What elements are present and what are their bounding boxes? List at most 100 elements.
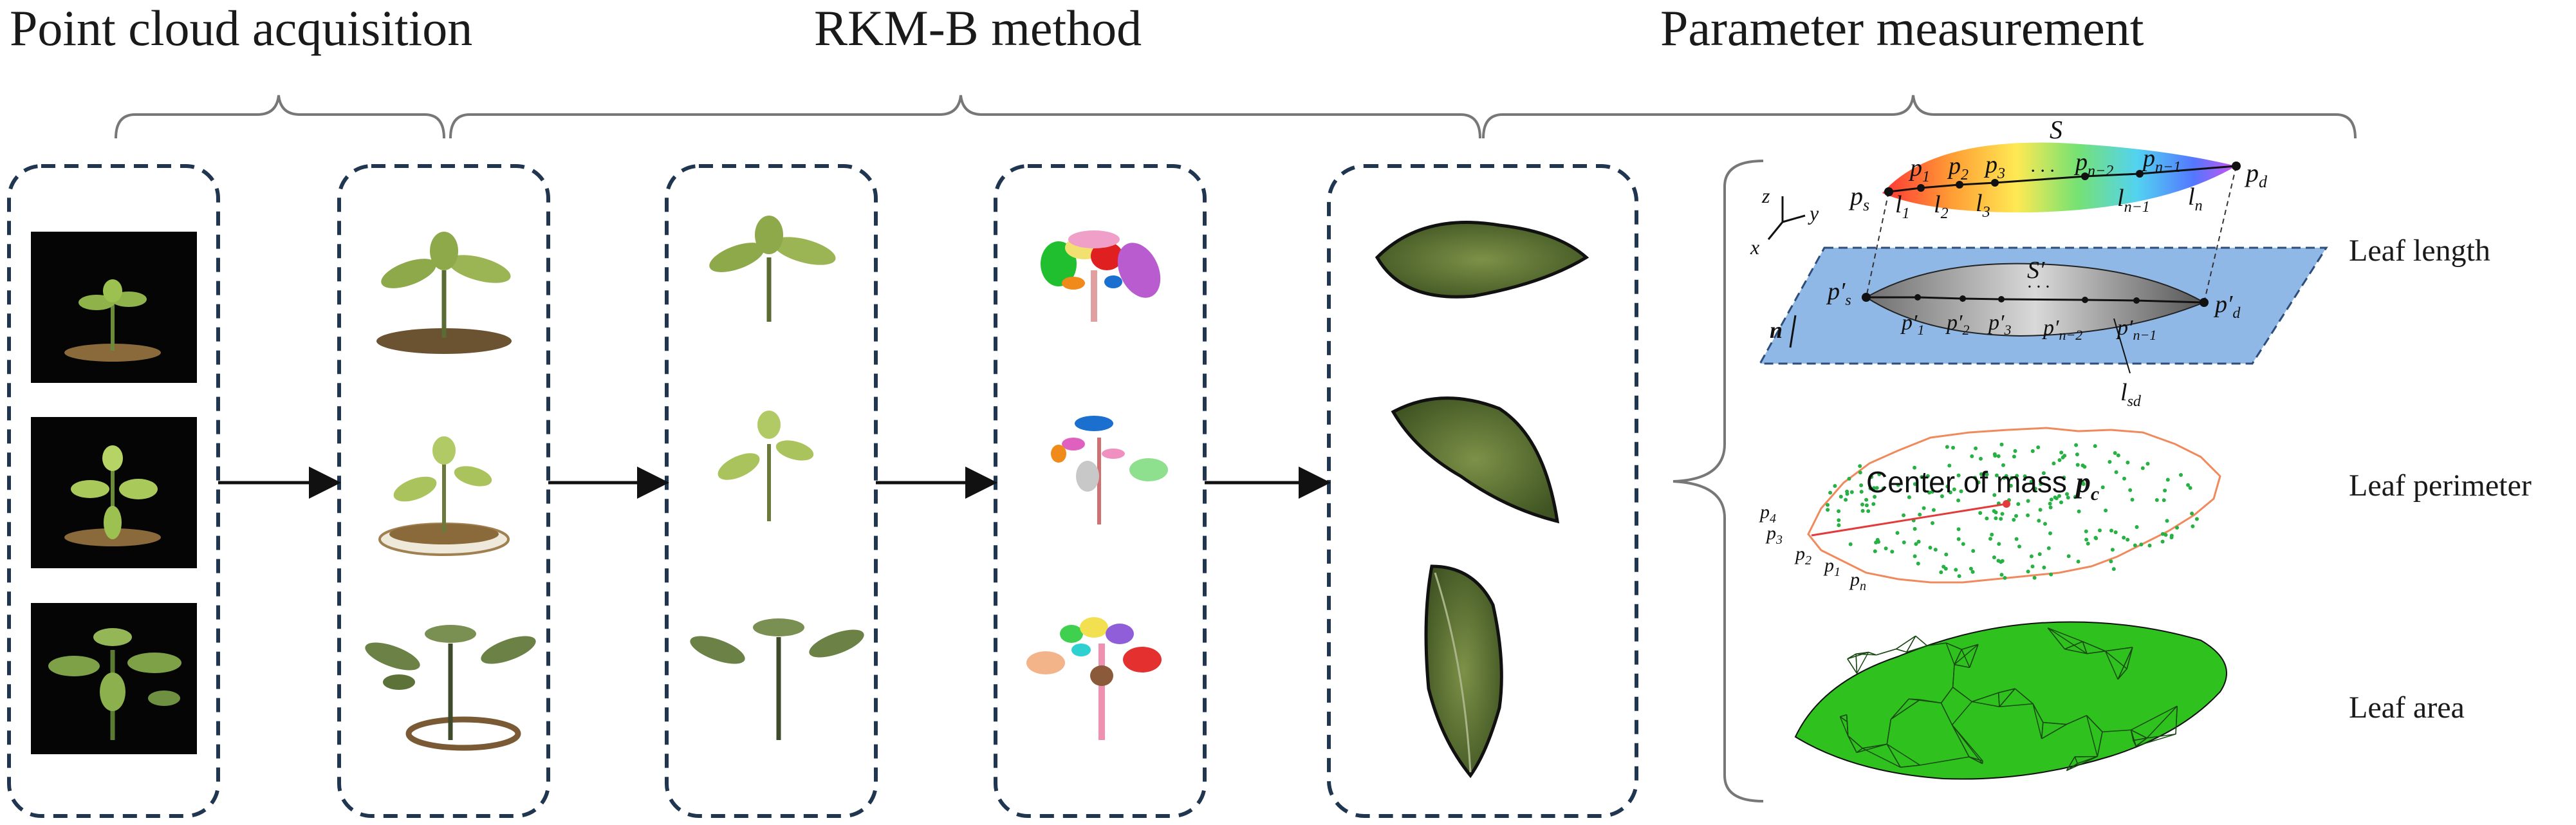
mesh-edge [1876, 648, 1896, 656]
interior-point [2041, 471, 2046, 476]
interior-point [2109, 559, 2113, 564]
interior-point [2126, 537, 2130, 542]
interior-point [1994, 473, 1999, 477]
mesh-edge [1896, 635, 1916, 650]
mesh-edge [1972, 692, 1999, 703]
point-cloud-plant-1 [376, 232, 512, 354]
interior-point [1974, 446, 1978, 450]
mesh-edge [1840, 714, 1847, 718]
interior-point [1928, 546, 1932, 550]
interior-point [1951, 445, 1955, 450]
filtered-plant-1 [709, 216, 836, 322]
interior-point [1920, 475, 1924, 479]
interior-point [1873, 549, 1877, 553]
filtered-plant-3 [690, 618, 864, 740]
mesh-edge [1915, 635, 1928, 646]
interior-point [1992, 555, 1996, 560]
interior-point [1844, 497, 1848, 502]
label-s-prime: S′ [2027, 257, 2045, 284]
leaf-area-diagram [1794, 621, 2227, 780]
interior-point [1990, 532, 1994, 537]
interior-point [1970, 570, 1975, 574]
interior-point [2039, 482, 2043, 486]
axis-z: z [1761, 184, 1770, 207]
axes-icon [1767, 196, 1806, 240]
mesh-edge [2066, 715, 2087, 725]
interior-point [2016, 502, 2021, 506]
mesh-edge [2074, 756, 2078, 764]
mesh-edge [2097, 732, 2103, 757]
mesh-edge [2131, 729, 2147, 739]
interior-point [1914, 542, 1918, 546]
mesh-edge [1846, 714, 1848, 722]
interior-point [2175, 526, 2179, 530]
interior-point [2043, 522, 2047, 526]
mesh-edge [1969, 644, 1979, 668]
interior-point [1847, 476, 1851, 481]
mesh-edge [1896, 648, 1907, 653]
mesh-edge [1886, 743, 1921, 766]
interior-point [1837, 523, 1841, 528]
interior-point [1858, 464, 1862, 468]
interior-point [2010, 476, 2014, 480]
interior-point [2154, 498, 2159, 502]
interior-point [2140, 466, 2145, 470]
axis-y: y [1808, 201, 1819, 225]
mesh-edge [1951, 701, 1972, 725]
label-l3: l3 [1976, 190, 1990, 221]
interior-point [2130, 497, 2135, 502]
label-p2-prime: p′2 [1945, 311, 1969, 338]
interior-point [2113, 530, 2118, 535]
label-lsd: lsd [2120, 379, 2142, 410]
interior-point [1837, 509, 1841, 514]
interior-point [2164, 533, 2168, 537]
interior-point [2075, 452, 2079, 457]
interior-point [2113, 451, 2117, 455]
label-edge-p1: p1 [1823, 555, 1840, 579]
interior-point [2030, 564, 2035, 569]
interior-point [2114, 470, 2118, 474]
label-s: S [2050, 115, 2062, 144]
interior-point [1985, 516, 1989, 521]
interior-point [1952, 487, 1956, 492]
mesh-edge [1940, 703, 1953, 725]
mesh-edge [1972, 701, 2000, 707]
interior-point [2013, 449, 2017, 453]
interior-point [2133, 543, 2137, 548]
raw-photo-1 [31, 232, 197, 383]
interior-point [2008, 483, 2013, 488]
segmented-plant-3 [1026, 617, 1162, 740]
interior-point [2122, 476, 2126, 481]
mesh-edge [1900, 765, 1920, 768]
interior-point [1947, 463, 1952, 468]
interior-point [2048, 501, 2052, 506]
interior-point [1999, 573, 2004, 577]
interior-point [2179, 473, 2183, 477]
interior-point [2052, 461, 2056, 466]
raw-photo-2 [31, 417, 197, 568]
interior-point [2162, 498, 2166, 503]
leaf-area-mesh [1794, 621, 2227, 780]
mesh-edge [1945, 642, 1962, 650]
interior-point [1875, 537, 1880, 542]
label-p3-prime: p′3 [1987, 311, 2011, 338]
label-ps-prime: p′s [1826, 278, 1851, 309]
interior-point [1833, 484, 1837, 488]
title-parameter-measurement: Parameter measurement [1660, 0, 2144, 56]
interior-point [2108, 459, 2112, 464]
mesh-edge [1839, 716, 1849, 736]
interior-point [2139, 542, 2144, 547]
interior-point [1945, 485, 1950, 489]
mesh-edge [1848, 735, 1857, 753]
mesh-edge [2105, 647, 2133, 652]
interior-point [1933, 548, 1938, 552]
interior-point [1895, 531, 1900, 535]
interior-point [2026, 499, 2030, 503]
interior-point [1930, 490, 1934, 494]
mesh-edge [2086, 715, 2103, 732]
interior-point [1940, 494, 1944, 499]
lsd-leader [2113, 318, 2131, 374]
mesh-edge [2117, 668, 2127, 680]
interior-point [2066, 554, 2071, 559]
